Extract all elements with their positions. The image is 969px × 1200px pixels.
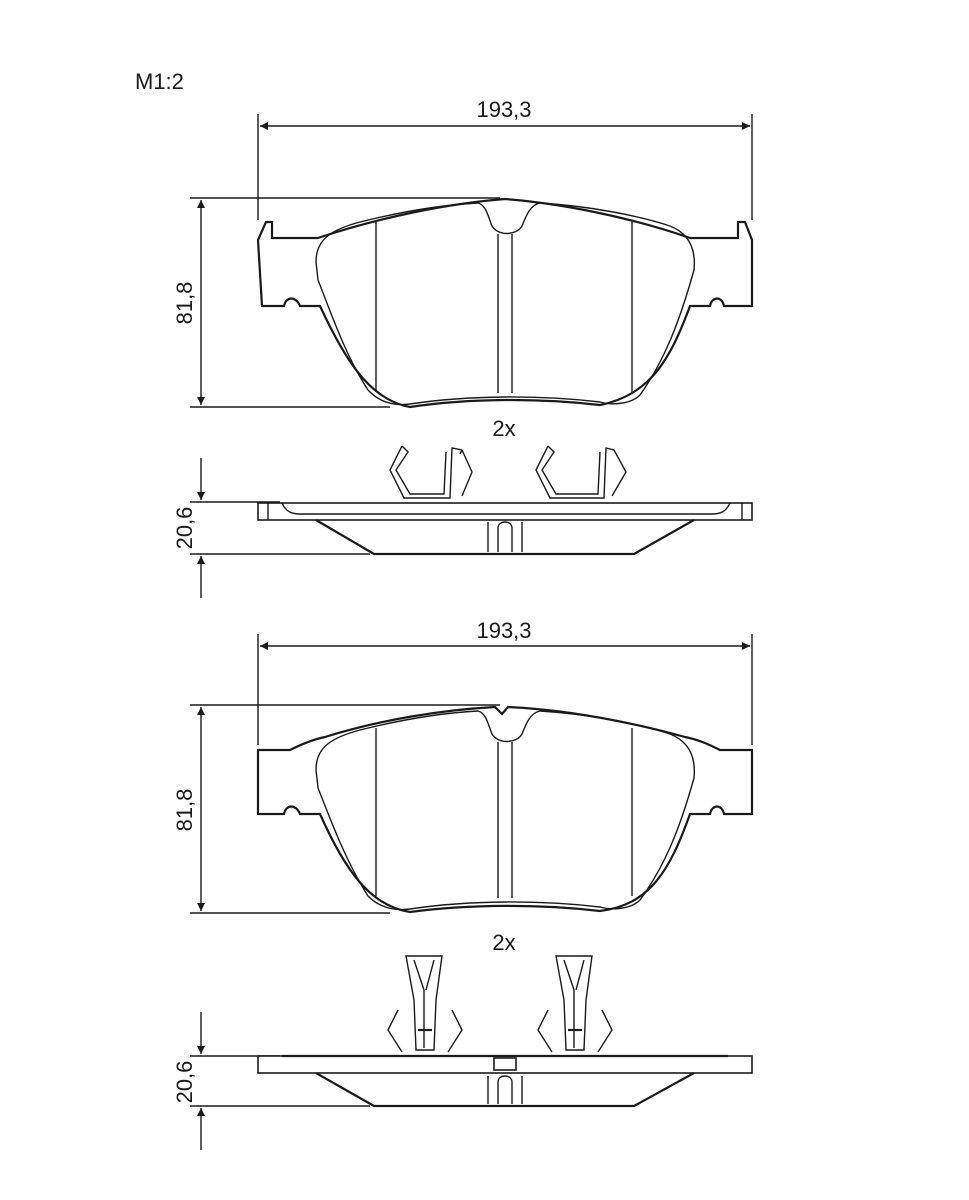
pad-top-quantity-label: 2x <box>492 416 515 441</box>
pad-top-thickness-label: 20,6 <box>172 507 197 550</box>
pad-bottom-thickness-label: 20,6 <box>172 1061 197 1104</box>
pad-bottom-width-label: 193,3 <box>476 618 531 643</box>
scale-label: M1:2 <box>135 69 184 94</box>
pad-bottom-quantity-label: 2x <box>492 930 515 955</box>
pad-top-front-view: 193,3 81,8 <box>172 97 754 409</box>
pad-top-width-label: 193,3 <box>476 97 531 122</box>
pad-top-side-view: 20,6 <box>172 445 753 598</box>
pad-bottom-height-label: 81,8 <box>172 789 197 832</box>
pad-top-height-label: 81,8 <box>172 282 197 325</box>
pad-bottom-front-view: 193,3 81,8 <box>172 618 754 914</box>
pad-bottom-side-view: 20,6 <box>172 955 753 1150</box>
